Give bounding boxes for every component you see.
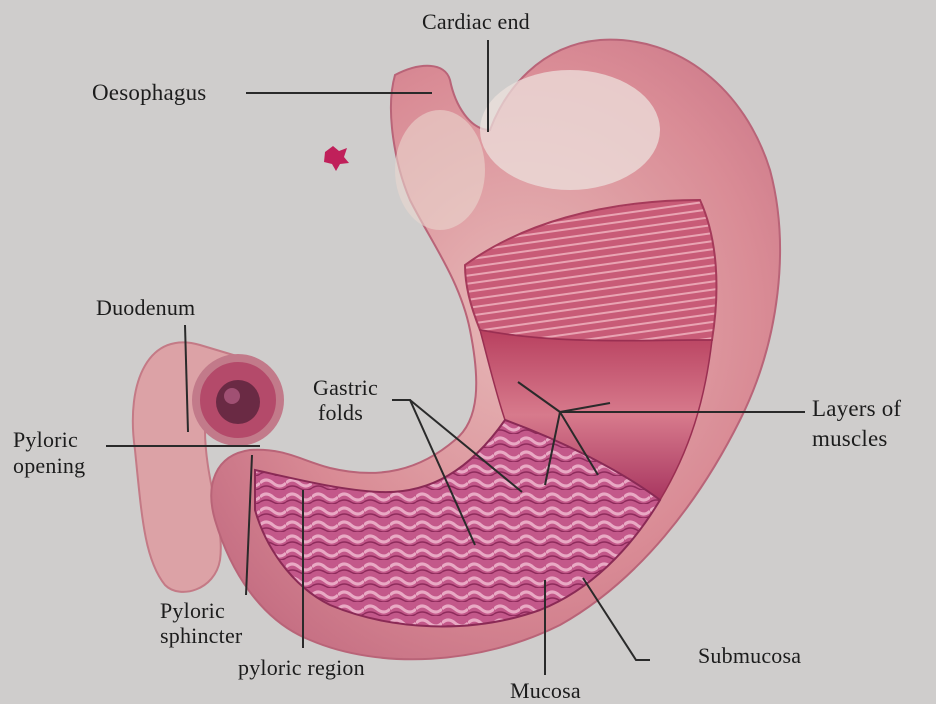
- pyloric-opening-hole: [216, 380, 260, 424]
- label-duodenum: Duodenum: [96, 297, 195, 319]
- label-pyloric-sphincter-2: sphincter: [160, 625, 242, 647]
- label-oesophagus: Oesophagus: [92, 82, 206, 104]
- label-pyloric-sphincter-1: Pyloric: [160, 600, 225, 622]
- label-layers-of-muscles-2: muscles: [812, 428, 888, 450]
- label-submucosa: Submucosa: [698, 645, 801, 667]
- ink-mark: [324, 146, 349, 171]
- label-pyloric-region: pyloric region: [238, 657, 365, 679]
- label-mucosa: Mucosa: [510, 680, 581, 702]
- label-cardiac-end: Cardiac end: [422, 11, 530, 33]
- fundus-highlight: [480, 70, 660, 190]
- label-pyloric-opening-2: opening: [13, 455, 85, 477]
- label-gastric-folds-1: Gastric: [313, 377, 378, 399]
- label-layers-of-muscles-1: Layers of: [812, 398, 901, 420]
- oesophagus-highlight: [395, 110, 485, 230]
- label-pyloric-opening-1: Pyloric: [13, 429, 78, 451]
- label-gastric-folds-2: folds: [318, 402, 363, 424]
